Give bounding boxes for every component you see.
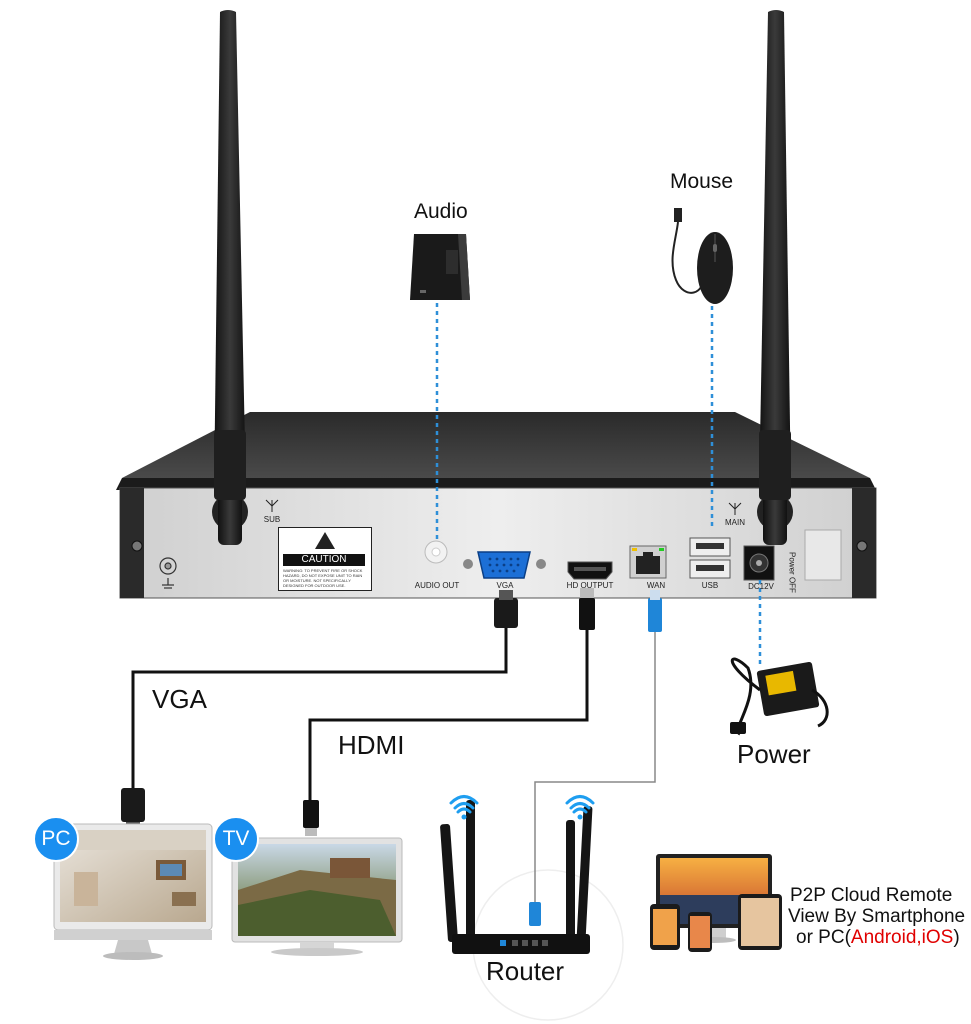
pc-monitor-icon xyxy=(53,823,213,960)
lan-cable xyxy=(529,590,662,926)
p2p-text: P2P Cloud Remote View By Smartphone or P… xyxy=(788,885,966,948)
ground-icon xyxy=(159,557,177,589)
power-adapter-icon xyxy=(730,657,829,736)
label-audio: Audio xyxy=(414,200,468,223)
p2p-line3-prefix: or PC( xyxy=(796,927,851,948)
caution-label: CAUTION WARNING: TO PREVENT FIRE OR SHOC… xyxy=(278,527,372,591)
antenna-sub xyxy=(214,10,246,545)
mouse-icon xyxy=(671,208,733,304)
port-label-wan: WAN xyxy=(646,581,666,590)
screw-left xyxy=(131,540,143,552)
port-label-power-off: Power OFF xyxy=(787,552,797,593)
port-label-dc12v: DC12V xyxy=(748,582,774,591)
port-label-vga: VGA xyxy=(496,581,514,590)
speaker-icon xyxy=(410,234,470,300)
vga-cable xyxy=(121,590,518,830)
port-label-usb: USB xyxy=(701,581,719,590)
nvr-top-edge xyxy=(116,478,876,490)
p2p-line2: View By Smartphone xyxy=(788,906,966,927)
antenna-main-icon xyxy=(728,502,742,515)
badge-pc: PC xyxy=(33,816,79,862)
p2p-line3-highlight: Android,iOS xyxy=(850,927,954,948)
label-vga: VGA xyxy=(152,684,207,714)
antenna-sub-icon xyxy=(265,499,279,512)
port-label-audio-out: AUDIO OUT xyxy=(414,581,460,590)
screw-right xyxy=(856,540,868,552)
port-label-main: MAIN xyxy=(725,518,745,527)
caution-text: WARNING: TO PREVENT FIRE OR SHOCK HAZARD… xyxy=(283,568,363,588)
port-label-sub: SUB xyxy=(263,515,281,524)
label-power: Power xyxy=(737,739,811,769)
vga-port xyxy=(463,551,546,579)
dc-power-jack xyxy=(743,545,775,581)
hdmi-cable xyxy=(303,588,595,836)
badge-tv: TV xyxy=(213,816,259,862)
dashed-connections xyxy=(435,303,762,668)
hdmi-port xyxy=(567,561,613,580)
p2p-line3-suffix: ) xyxy=(953,927,960,948)
port-label-hd-output: HD OUTPUT xyxy=(566,581,614,590)
wan-port xyxy=(629,545,667,579)
wifi-icon-left xyxy=(449,795,479,820)
caution-title: CAUTION xyxy=(283,554,365,566)
label-mouse: Mouse xyxy=(670,170,734,193)
nvr-top xyxy=(122,412,870,478)
tv-icon xyxy=(231,837,403,956)
label-hdmi: HDMI xyxy=(338,730,405,760)
warning-triangle-icon xyxy=(315,532,335,549)
p2p-devices-icon xyxy=(650,854,782,952)
wifi-icon-right xyxy=(565,795,595,820)
power-switch xyxy=(804,529,842,581)
p2p-line1: P2P Cloud Remote xyxy=(790,885,953,906)
label-router: Router xyxy=(486,956,565,986)
router-icon xyxy=(440,800,593,954)
usb-ports xyxy=(689,537,731,579)
p2p-line3: or PC(Android,iOS) xyxy=(796,927,965,948)
antenna-main xyxy=(759,10,791,545)
